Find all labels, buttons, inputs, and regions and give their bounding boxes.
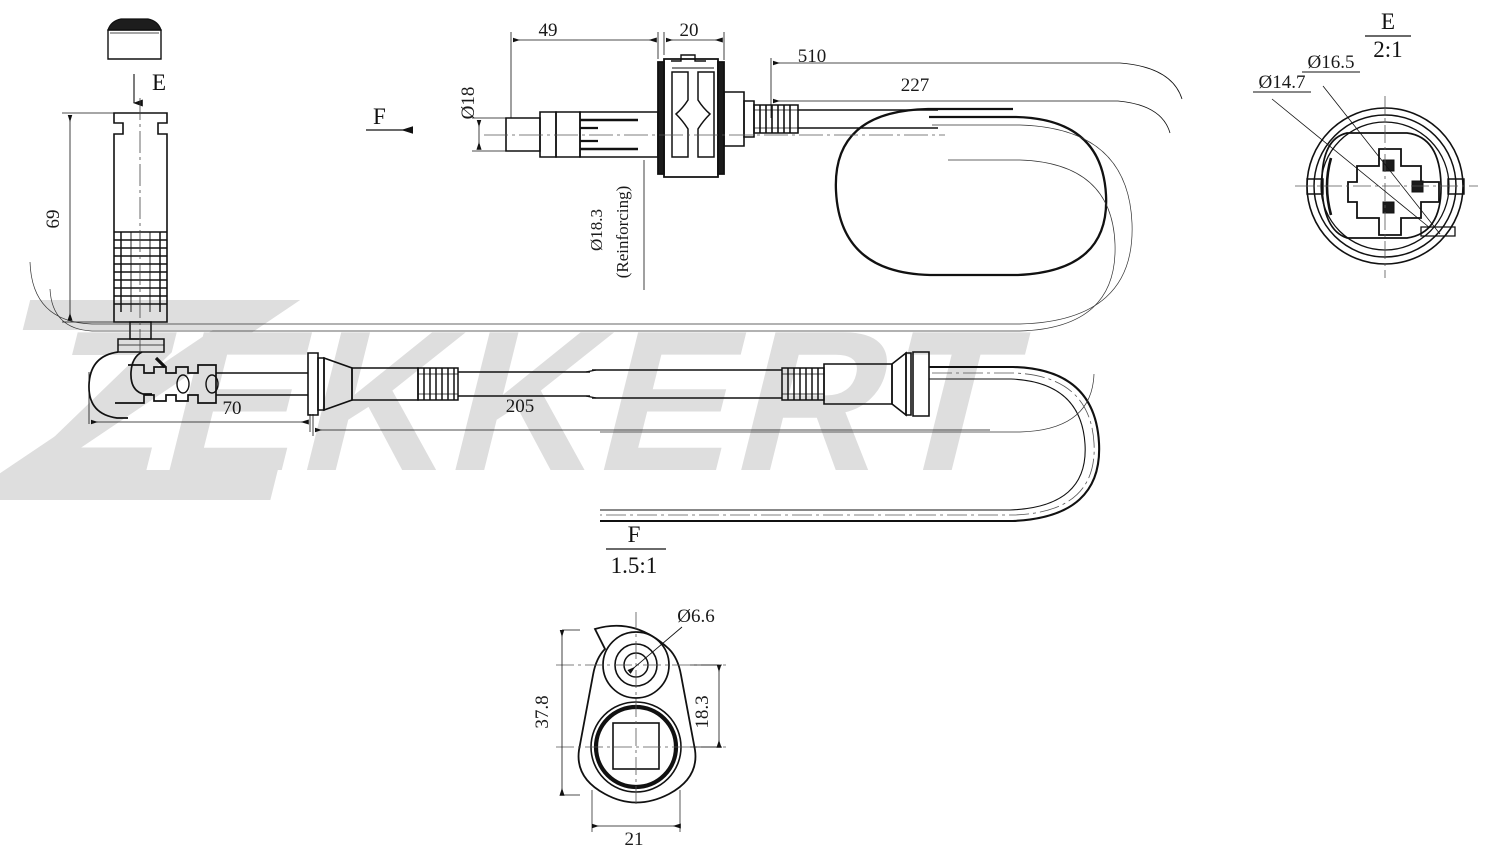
dim-510-227	[770, 58, 1183, 134]
detail-E-callout-147: Ø14.7	[1259, 72, 1306, 93]
view-arrow-label-E: E	[152, 70, 166, 95]
detail-F-callout-66: Ø6.6	[677, 606, 714, 627]
dim-205	[312, 414, 990, 436]
detail-F-callout-21: 21	[625, 829, 644, 850]
detail-F-scale: 1.5:1	[611, 553, 658, 578]
dim-label-d18: Ø18	[458, 87, 479, 120]
dim-69	[62, 112, 114, 323]
cable-left-stub	[216, 372, 308, 396]
detail-E-callout-165: Ø16.5	[1308, 52, 1355, 73]
detail-F-callout-378: 37.8	[532, 695, 553, 728]
cable-boot-2	[823, 351, 930, 417]
sensor-cap	[107, 18, 162, 60]
sensor-body	[113, 112, 168, 323]
cable-corrugation-1	[417, 367, 459, 401]
view-arrow-label-F: F	[373, 104, 386, 129]
text-layer: 49 20 510 227 Ø18 69 70 205 Ø18.3 (Reinf…	[43, 9, 1403, 850]
cable-boot-1	[307, 352, 419, 416]
plug-barrel	[579, 111, 659, 158]
plug-nose	[505, 111, 581, 158]
watermark-swoosh	[0, 300, 301, 500]
dim-label-510: 510	[798, 46, 827, 67]
dim-20	[663, 32, 725, 60]
elbow-bracket	[88, 351, 219, 419]
sensor-neck	[117, 321, 165, 353]
detail-F-callout-183: 18.3	[692, 695, 713, 728]
cable-run-mid	[458, 369, 782, 399]
dim-label-49: 49	[539, 20, 558, 41]
note-reinforcing-diameter: Ø18.3	[587, 209, 606, 251]
dim-49	[510, 32, 659, 118]
detail-E-geometry	[1253, 35, 1478, 278]
detail-F-geometry	[556, 548, 726, 832]
upper-cable	[798, 109, 938, 129]
cable-loop	[600, 107, 1108, 523]
dim-70	[88, 372, 311, 432]
dim-label-70: 70	[223, 398, 242, 419]
connector-gland	[723, 91, 799, 147]
cable-corrugation-2	[781, 367, 825, 401]
detail-E-label: E	[1381, 9, 1395, 34]
dim-d18	[472, 117, 506, 152]
dim-label-227: 227	[901, 75, 930, 96]
detail-E-scale: 2:1	[1373, 37, 1402, 62]
dim-label-20: 20	[680, 20, 699, 41]
note-reinforcing-text: (Reinforcing)	[613, 186, 632, 279]
connector-body	[657, 54, 725, 178]
detail-F-label: F	[628, 522, 641, 547]
sensor-fins	[114, 231, 167, 312]
dim-label-69: 69	[43, 210, 64, 229]
envelope-arcs	[29, 124, 1133, 433]
dim-label-205: 205	[506, 396, 535, 417]
